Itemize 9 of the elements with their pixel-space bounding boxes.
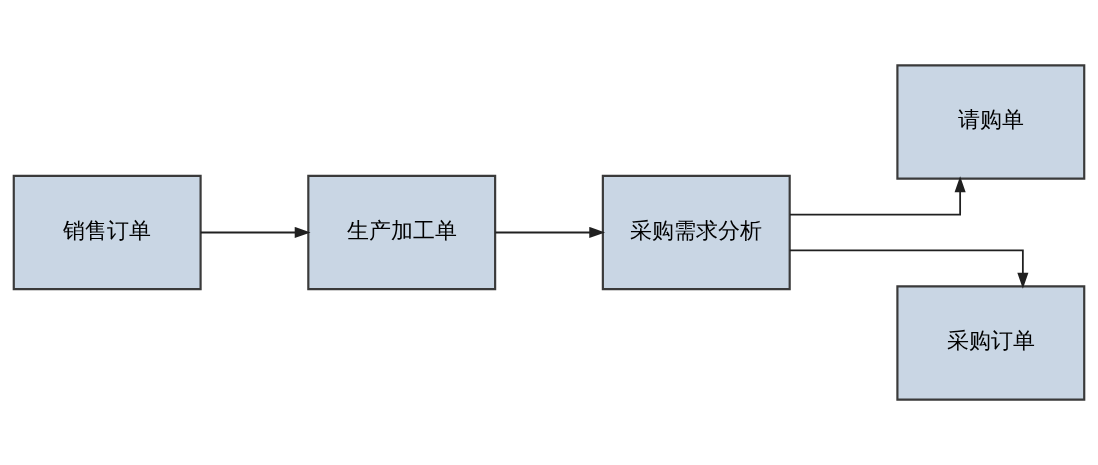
arrow (788, 249, 1029, 289)
node-box: 采购需求分析 (601, 174, 791, 291)
arrow (789, 176, 966, 216)
node-box: 销售订单 (12, 174, 202, 291)
node-box: 生产加工单 (307, 174, 497, 291)
arrow (494, 226, 606, 239)
node-box: 采购订单 (896, 285, 1086, 401)
node-box: 请购单 (896, 64, 1086, 180)
arrow (199, 226, 311, 239)
